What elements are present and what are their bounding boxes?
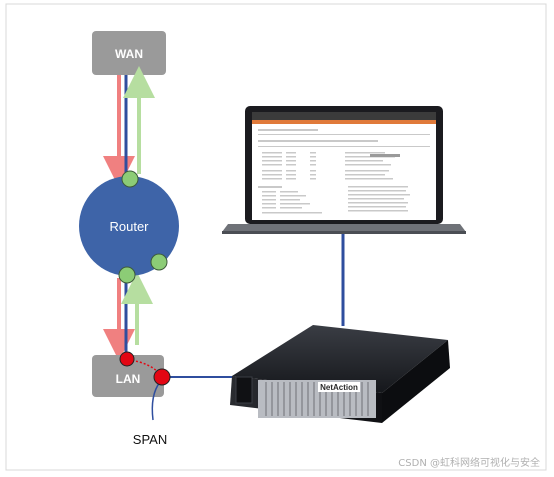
span-dotted-line <box>127 359 163 377</box>
netaction-appliance: NetAction <box>230 325 450 423</box>
lan-label: LAN <box>116 372 141 386</box>
router-lan-links <box>103 272 153 361</box>
laptop-base <box>222 224 466 232</box>
lan-node: LAN <box>92 355 164 397</box>
span-label: SPAN <box>133 432 167 447</box>
lan-mirror-port <box>119 351 135 367</box>
watermark: CSDN @虹科网络可视化与安全 <box>398 458 540 469</box>
screen-redacted-block <box>370 154 400 157</box>
span-port <box>153 368 171 386</box>
appliance-top <box>232 325 448 393</box>
frame-border <box>5 3 547 471</box>
appliance-brand-logo: NetAction <box>320 383 358 392</box>
wan-router-links <box>103 66 155 188</box>
router-label: Router <box>109 219 149 234</box>
screen-accent-bar <box>252 120 436 124</box>
router-node: Router <box>79 170 179 284</box>
appliance-logo-plate <box>318 382 360 392</box>
screen-titlebar <box>252 112 436 120</box>
router-port-bottom <box>118 266 136 284</box>
laptop-screen <box>252 112 436 220</box>
router-port-top <box>121 170 139 188</box>
laptop-base-edge <box>222 231 466 234</box>
router-port-side <box>150 253 168 271</box>
wan-node: WAN <box>92 31 166 75</box>
span-link: SPAN <box>119 351 235 447</box>
wan-label: WAN <box>115 47 143 61</box>
appliance-side <box>382 340 450 423</box>
appliance-ear-left <box>235 376 253 404</box>
laptop <box>222 106 466 234</box>
